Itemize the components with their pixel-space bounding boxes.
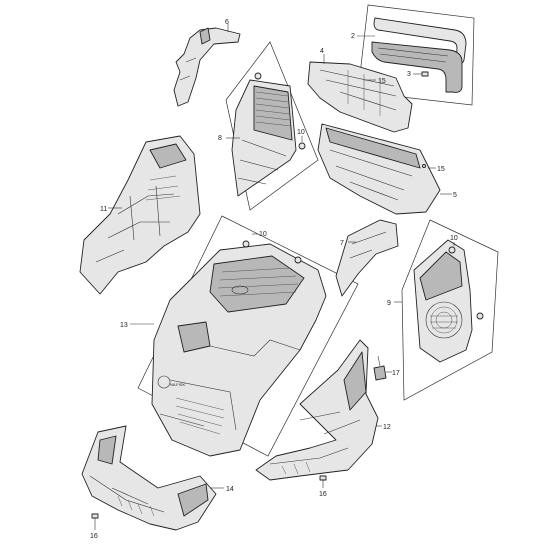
part-8-grille-group bbox=[225, 41, 319, 211]
part-16-screw-b bbox=[319, 475, 327, 488]
callout-13: 13 bbox=[120, 322, 128, 329]
callout-12: 12 bbox=[383, 424, 391, 431]
part-10-clip-d bbox=[294, 256, 302, 264]
part-10-clip-b bbox=[298, 142, 306, 150]
callout-3: 3 bbox=[407, 71, 411, 78]
callout-9: 9 bbox=[387, 300, 391, 307]
callout-2: 2 bbox=[351, 33, 355, 40]
part-9-frame bbox=[401, 219, 499, 401]
callout-8: 8 bbox=[218, 135, 222, 142]
callout-17: 17 bbox=[392, 370, 400, 377]
part-7-side-panel bbox=[335, 219, 399, 297]
part-2-frame bbox=[357, 4, 475, 106]
callout-16-b: 16 bbox=[90, 533, 98, 540]
part-12-right-chassis bbox=[255, 339, 382, 481]
part-8-frame bbox=[225, 41, 319, 211]
callout-5: 5 bbox=[453, 192, 457, 199]
callout-7: 7 bbox=[340, 240, 344, 247]
part-9-speaker-group bbox=[394, 219, 499, 401]
part-6-bracket bbox=[173, 24, 241, 107]
part-5-tray bbox=[317, 123, 452, 215]
part-13-cover-group: NILFISK bbox=[130, 215, 359, 457]
part-3-screw bbox=[421, 71, 429, 77]
part-1-gasket bbox=[371, 41, 463, 93]
callout-16-a: 16 bbox=[319, 491, 327, 498]
part-16-screw-a bbox=[91, 513, 99, 530]
part-10-clip-f bbox=[476, 312, 484, 320]
callout-4: 4 bbox=[320, 48, 324, 55]
part-2-handle-group bbox=[357, 4, 475, 106]
callout-11: 11 bbox=[100, 206, 107, 213]
part-4-mount bbox=[307, 54, 413, 133]
part-10-clip-e bbox=[448, 246, 456, 254]
callout-15-a: 15 bbox=[378, 78, 386, 85]
part-14-bumper bbox=[81, 425, 224, 531]
callout-14: 14 bbox=[226, 486, 234, 493]
callout-10-a: 10 bbox=[297, 129, 305, 136]
callout-6: 6 bbox=[225, 19, 229, 26]
part-10-clip-a bbox=[254, 72, 262, 80]
part-11-side-frame bbox=[79, 135, 201, 295]
callout-15-b: 15 bbox=[437, 166, 445, 173]
part-17-screw bbox=[373, 355, 392, 381]
svg-text:NILFISK: NILFISK bbox=[170, 382, 185, 387]
part-10-clip-c bbox=[242, 240, 250, 248]
callout-10-c: 10 bbox=[450, 235, 458, 242]
callout-10-b: 10 bbox=[259, 231, 267, 238]
